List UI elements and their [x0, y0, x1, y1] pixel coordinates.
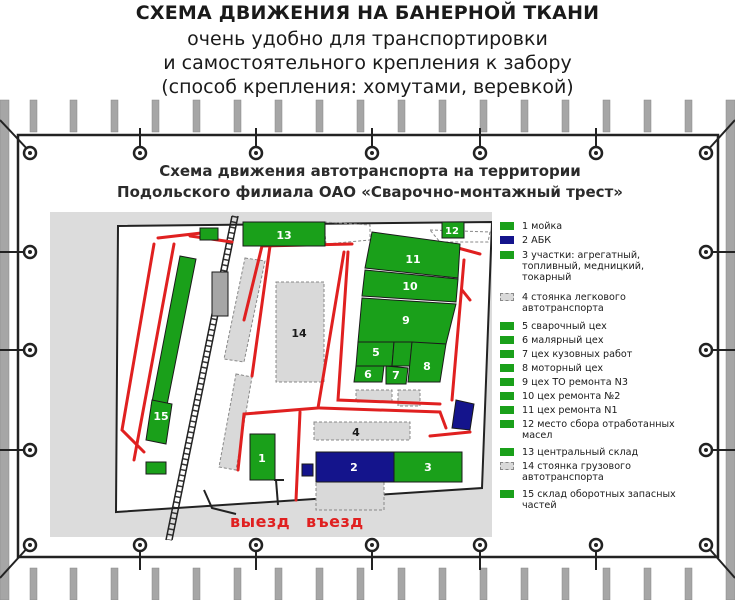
legend-label: 3 участки: агрегатный, топливный, медниц…: [522, 250, 645, 283]
legend-label: 14 стоянка грузового автотранспорта: [522, 461, 631, 483]
banner-title-line-2: Подольского филиала ОАО «Сварочно-монтаж…: [117, 183, 623, 201]
legend-label: 5 сварочный цех: [522, 321, 607, 332]
legend-swatch: [500, 251, 514, 259]
bldg-12-label: 12: [445, 226, 459, 237]
bldg-3-label: 3: [424, 461, 432, 474]
bldg-1-label: 1: [258, 452, 266, 465]
legend-label: 8 моторный цех: [522, 363, 604, 374]
subtitle-line-1: очень удобно для транспортировки: [187, 28, 548, 50]
bldg-8-label: 8: [423, 360, 431, 373]
legend-label: 2 АБК: [522, 235, 552, 246]
legend-swatch: [500, 490, 514, 498]
bldg-10-label: 10: [402, 280, 418, 293]
subtitle-line-3: (способ крепления: хомутами, веревкой): [161, 76, 574, 98]
bldg-7-label: 7: [392, 369, 400, 382]
legend-swatch: [500, 222, 514, 230]
bldg-14-label: 14: [291, 327, 307, 340]
legend-swatch: [500, 420, 514, 428]
building-labels: 13 12 11 10 9 5 8 6 7 14 4 15 1 2 3: [153, 226, 459, 474]
legend-swatch: [500, 406, 514, 414]
legend-swatch: [500, 293, 514, 301]
bldg-11-label: 11: [405, 253, 420, 266]
legend-label: 13 центральный склад: [522, 447, 639, 458]
legend-label: 7 цех кузовных работ: [522, 349, 633, 360]
legend-label: 4 стоянка легкового автотранспорта: [522, 292, 626, 314]
bldg-13-label: 13: [276, 229, 291, 242]
legend-label: 6 малярный цех: [522, 335, 604, 346]
legend-swatch: [500, 236, 514, 244]
legend-label: 1 мойка: [522, 221, 563, 232]
bldg-9-label: 9: [402, 314, 410, 327]
legend-swatch: [500, 336, 514, 344]
bldg-15-label: 15: [153, 410, 168, 423]
bldg-4-label: 4: [352, 426, 360, 439]
legend-label: 9 цех ТО ремонта N3: [522, 377, 628, 388]
exit-label: выезд: [230, 512, 291, 531]
legend-swatch: [500, 378, 514, 386]
legend-swatch: [500, 364, 514, 372]
legend-label: 11 цех ремонта N1: [522, 405, 618, 416]
legend-swatch: [500, 350, 514, 358]
legend-swatch: [500, 392, 514, 400]
bldg-2-label: 2: [350, 461, 358, 474]
bldg-6-label: 6: [364, 368, 372, 381]
parking-areas: [218, 221, 491, 511]
subtitle-line-2: и самостоятельного крепления к забору: [163, 52, 572, 74]
legend-label: 12 место сбора отработанных масел: [522, 419, 675, 441]
bldg-5-label: 5: [372, 346, 380, 359]
legend-swatch: [500, 322, 514, 330]
ties: [0, 119, 735, 579]
legend-swatch: [500, 448, 514, 456]
legend-label: 10 цех ремонта №2: [522, 391, 621, 402]
buildings: [145, 221, 475, 483]
banner-title-line-1: Схема движения автотранспорта на террито…: [159, 162, 581, 180]
legend-label: 15 склад оборотных запасных частей: [522, 489, 676, 511]
page-heading: СХЕМА ДВИЖЕНИЯ НА БАНЕРНОЙ ТКАНИ: [135, 2, 600, 24]
railway: [165, 215, 239, 541]
legend-swatch: [500, 462, 514, 470]
entry-label: въезд: [306, 512, 364, 531]
